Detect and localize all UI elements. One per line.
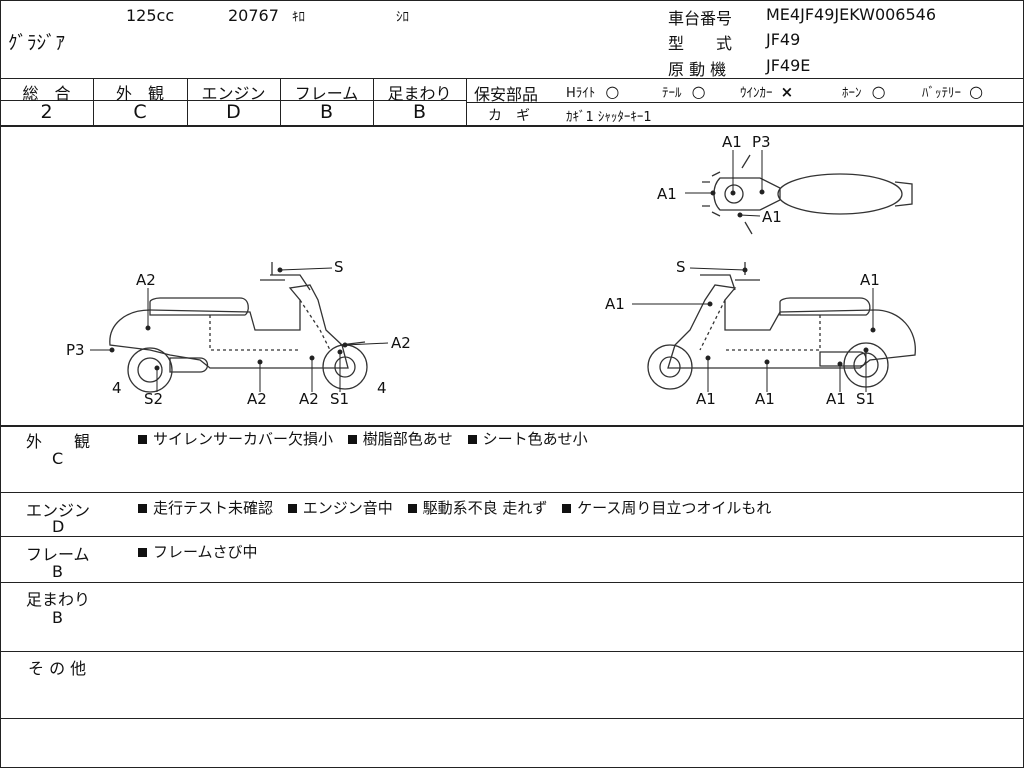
- mileage-unit: ｷﾛ: [292, 10, 305, 25]
- safety-item-taillight: ﾃｰﾙ ○: [662, 82, 706, 101]
- scooter-left-view: [109, 262, 368, 393]
- safety-item-mark: ○: [605, 82, 620, 101]
- scooter-right-view: [647, 262, 916, 390]
- section-suspension-label: 足まわり: [26, 590, 91, 609]
- key-value: ｶｷﾞ1 ｼｬｯﾀｰｷｰ1: [566, 110, 652, 125]
- diagram-label: A1: [657, 185, 677, 203]
- safety-item-mark: ○: [691, 82, 706, 101]
- key-label: カ ギ: [488, 108, 530, 124]
- safety-item-label: Hﾗｲﾄ: [566, 86, 596, 101]
- diagram-label: P3: [752, 133, 771, 151]
- diagram-label: S: [676, 258, 686, 276]
- note-item: シート色あせ小: [482, 430, 588, 448]
- grade-engine-label: エンジン: [201, 84, 266, 103]
- section-frame-notes: フレームさび中: [138, 541, 258, 562]
- diagram-label: P3: [66, 341, 85, 359]
- grade-engine-value: D: [226, 101, 241, 123]
- section-engine-grade: D: [52, 517, 65, 536]
- section-exterior-label: 外 観: [26, 432, 91, 451]
- type-value: JF49: [766, 30, 801, 49]
- diagram-label: A1: [762, 208, 782, 226]
- safety-item-label: ﾃｰﾙ: [662, 86, 682, 101]
- diagram-label: A2: [247, 390, 267, 408]
- engine-model-value: JF49E: [766, 56, 811, 75]
- section-exterior-notes: サイレンサーカバー欠損小 樹脂部色あせ シート色あせ小: [138, 428, 588, 449]
- diagram-label: A1: [860, 271, 880, 289]
- model-name: ｸﾞﾗｼﾞｱ: [8, 32, 66, 54]
- safety-item-mark: ○: [871, 82, 886, 101]
- frame-number: ME4JF49JEKW006546: [766, 5, 937, 24]
- diagram-label: A1: [696, 390, 716, 408]
- grade-overall-value: 2: [40, 101, 53, 123]
- note-item: 樹脂部色あせ: [362, 430, 453, 448]
- grade-frame-label: フレーム: [294, 84, 359, 103]
- section-suspension-grade: B: [52, 608, 63, 627]
- section-engine-label: エンジン: [26, 501, 91, 520]
- grade-suspension-value: B: [412, 101, 427, 123]
- safety-item-label: ｳｲﾝｶｰ: [740, 86, 773, 101]
- note-item: フレームさび中: [153, 543, 258, 561]
- note-item: 走行テスト未確認: [153, 499, 274, 517]
- engine-model-label: 原 動 機: [668, 60, 727, 79]
- diagram-label: A1: [826, 390, 846, 408]
- safety-item-horn: ﾎｰﾝ ○: [842, 82, 886, 101]
- grade-exterior-label: 外 観: [115, 84, 164, 103]
- grade-frame-value: B: [319, 101, 334, 123]
- safety-item-battery: ﾊﾞｯﾃﾘｰ ○: [922, 82, 983, 101]
- safety-item-label: ﾎｰﾝ: [842, 86, 862, 101]
- diagram-label: A2: [391, 334, 411, 352]
- diagram-label: S1: [330, 390, 349, 408]
- color: ｼﾛ: [396, 10, 409, 25]
- grade-overall-label: 総 合: [22, 84, 71, 103]
- section-exterior-grade: C: [52, 449, 64, 468]
- note-item: エンジン音中: [302, 499, 393, 517]
- diagram-label: 4: [112, 379, 122, 397]
- safety-item-label: ﾊﾞｯﾃﾘｰ: [922, 86, 961, 101]
- diagram-label: A1: [722, 133, 742, 151]
- safety-item-winker: ｳｲﾝｶｰ ×: [740, 82, 793, 101]
- grade-suspension-label: 足まわり: [387, 84, 452, 103]
- diagram-label: A1: [755, 390, 775, 408]
- type-label: 型 式: [668, 34, 733, 53]
- mileage: 20767 ｷﾛ: [228, 6, 305, 25]
- safety-item-mark: ×: [780, 83, 794, 101]
- scooter-top-view: [702, 154, 913, 235]
- mileage-value: 20767: [228, 6, 279, 25]
- note-item: サイレンサーカバー欠損小: [153, 430, 334, 448]
- section-other-label: そ の 他: [28, 659, 87, 678]
- frame-number-label: 車台番号: [668, 9, 733, 28]
- diagram-label: A2: [299, 390, 319, 408]
- diagram-label: A1: [605, 295, 625, 313]
- safety-item-headlight: Hﾗｲﾄ ○: [566, 82, 619, 101]
- note-item: ケース周り目立つオイルもれ: [577, 499, 772, 517]
- diagram-label: 4: [377, 379, 387, 397]
- scooter-damage-diagram: S A2 A2 P3 4 S2 A2 A2 S1 4 S A1 A1 A1 A1…: [66, 133, 916, 408]
- diagram-label: S: [334, 258, 344, 276]
- note-item: 駆動系不良 走れず: [422, 499, 548, 517]
- diagram-label: S2: [144, 390, 163, 408]
- displacement: 125cc: [126, 6, 175, 25]
- section-engine-notes: 走行テスト未確認 エンジン音中 駆動系不良 走れず ケース周り目立つオイルもれ: [138, 497, 771, 518]
- grade-exterior-value: C: [133, 101, 147, 123]
- diagram-label: A2: [136, 271, 156, 289]
- diagram-label: S1: [856, 390, 875, 408]
- safety-parts-title: 保安部品: [474, 85, 539, 104]
- section-frame-grade: B: [52, 562, 63, 581]
- safety-item-mark: ○: [969, 82, 984, 101]
- section-frame-label: フレーム: [26, 545, 90, 564]
